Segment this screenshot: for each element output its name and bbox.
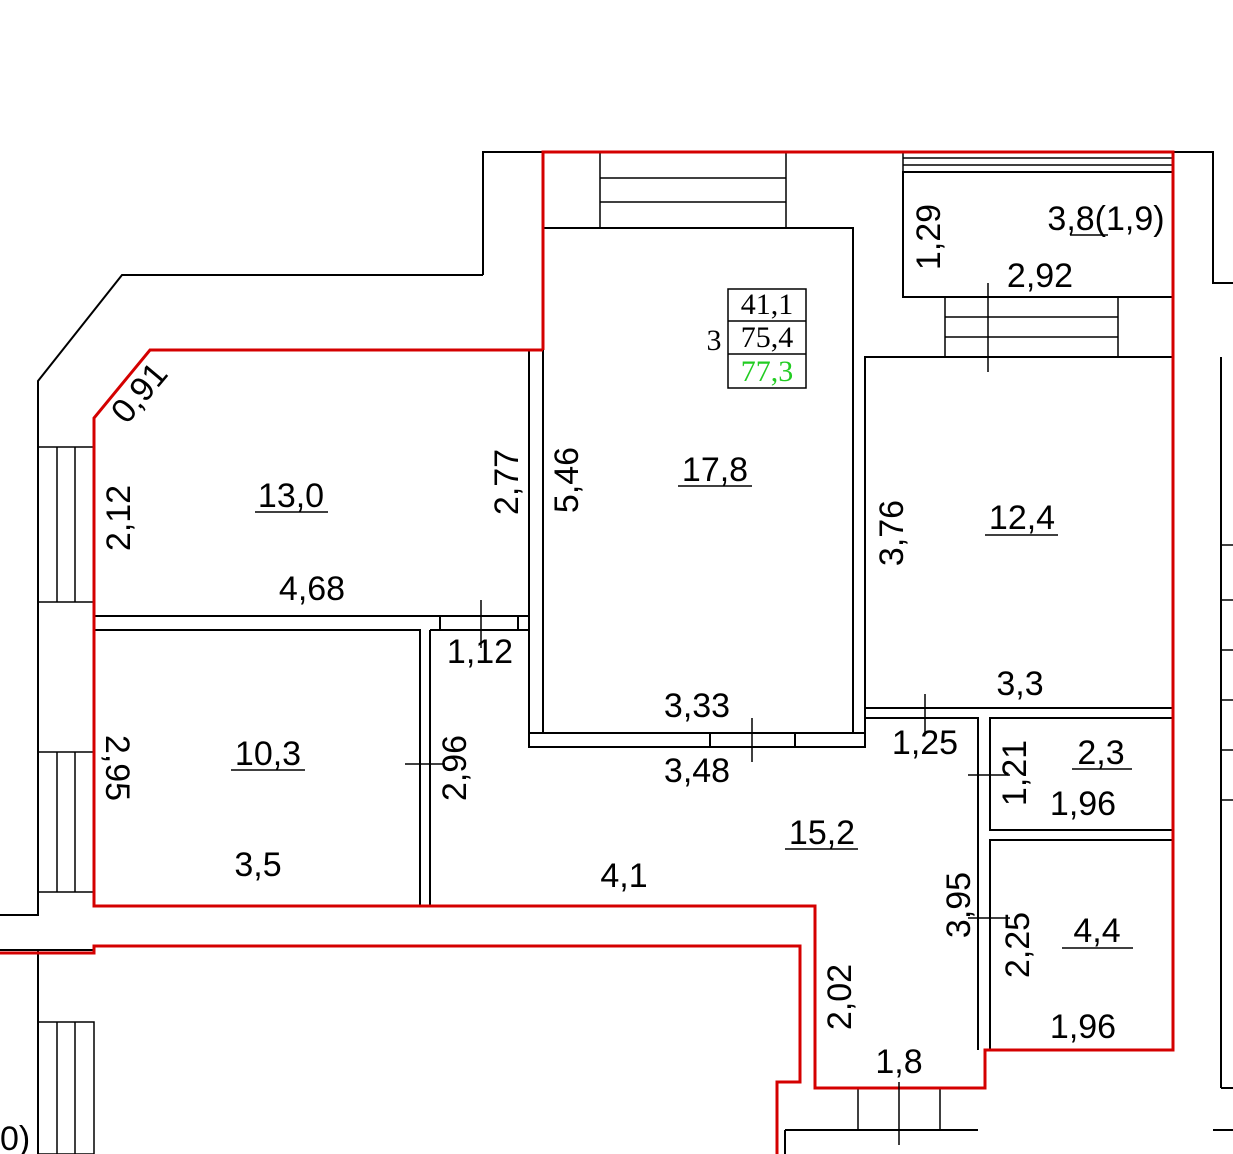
dim-bedroom-left-depth: 2,95 [98, 735, 136, 801]
dim-bath-large-depth: 2,25 [999, 912, 1037, 978]
dimension-ticks [405, 283, 1010, 1145]
dim-corridor-depth: 2,02 [821, 964, 859, 1030]
windows [37, 151, 1233, 1154]
dim-balcony-width: 2,92 [1007, 257, 1073, 295]
area-summary-box: 41,1 75,4 77,3 3 [707, 288, 807, 389]
area-living-right: 12,4 [989, 499, 1055, 537]
dim-hall-depth: 3,95 [940, 872, 978, 938]
area-bath-large: 4,4 [1073, 912, 1120, 950]
total-with-balcony-label: 77,3 [741, 355, 794, 388]
dim-bath-small-depth: 1,21 [996, 740, 1034, 806]
area-bath-small: 2,3 [1077, 734, 1124, 772]
area-living-center: 17,8 [682, 451, 748, 489]
dim-living-center-depth: 5,46 [548, 447, 586, 513]
dim-living-top-left-right-wall: 2,77 [488, 449, 526, 515]
rooms-count-label: 3 [707, 324, 722, 357]
dim-living-top-left-width: 4,68 [279, 570, 345, 608]
horizontal-dimensions: 4,68 1,12 3,33 3,48 3,3 1,25 1,96 1,96 3… [234, 257, 1116, 1081]
dim-living-right-depth: 3,76 [873, 500, 911, 566]
dim-bedroom-left-right-wall: 2,96 [436, 735, 474, 801]
dim-bedroom-left-width: 3,5 [234, 846, 281, 884]
dim-hall-length: 4,1 [600, 857, 647, 895]
dim-bath-small-width: 1,96 [1050, 785, 1116, 823]
area-balcony: 3,8(1,9) [1047, 200, 1164, 238]
dim-diagonal-wall: 0,91 [104, 355, 176, 430]
dim-corridor-width: 1,8 [875, 1043, 922, 1081]
apartment-boundary [0, 150, 1175, 1154]
dim-hall-w2: 1,12 [447, 633, 513, 671]
dim-bath-large-width: 1,96 [1050, 1008, 1116, 1046]
dim-living-center-width: 3,33 [664, 687, 730, 725]
edge-fragment-label: 0) [0, 1120, 30, 1154]
dim-balcony-depth: 1,29 [910, 204, 948, 270]
dim-living-right-width: 3,3 [996, 665, 1043, 703]
room-areas: 13,0 17,8 12,4 10,3 15,2 2,3 4,4 3,8(1,9… [231, 200, 1165, 950]
area-hall: 15,2 [789, 814, 855, 852]
dim-hall-w3: 1,25 [892, 724, 958, 762]
total-area-label: 75,4 [741, 321, 794, 354]
exterior-walls [0, 151, 1233, 1154]
area-bedroom-left: 10,3 [235, 735, 301, 773]
dim-hall-w1: 3,48 [664, 752, 730, 790]
dim-living-top-left-depth: 2,12 [100, 485, 138, 551]
living-area-label: 41,1 [741, 288, 794, 321]
area-living-top-left: 13,0 [258, 477, 324, 515]
